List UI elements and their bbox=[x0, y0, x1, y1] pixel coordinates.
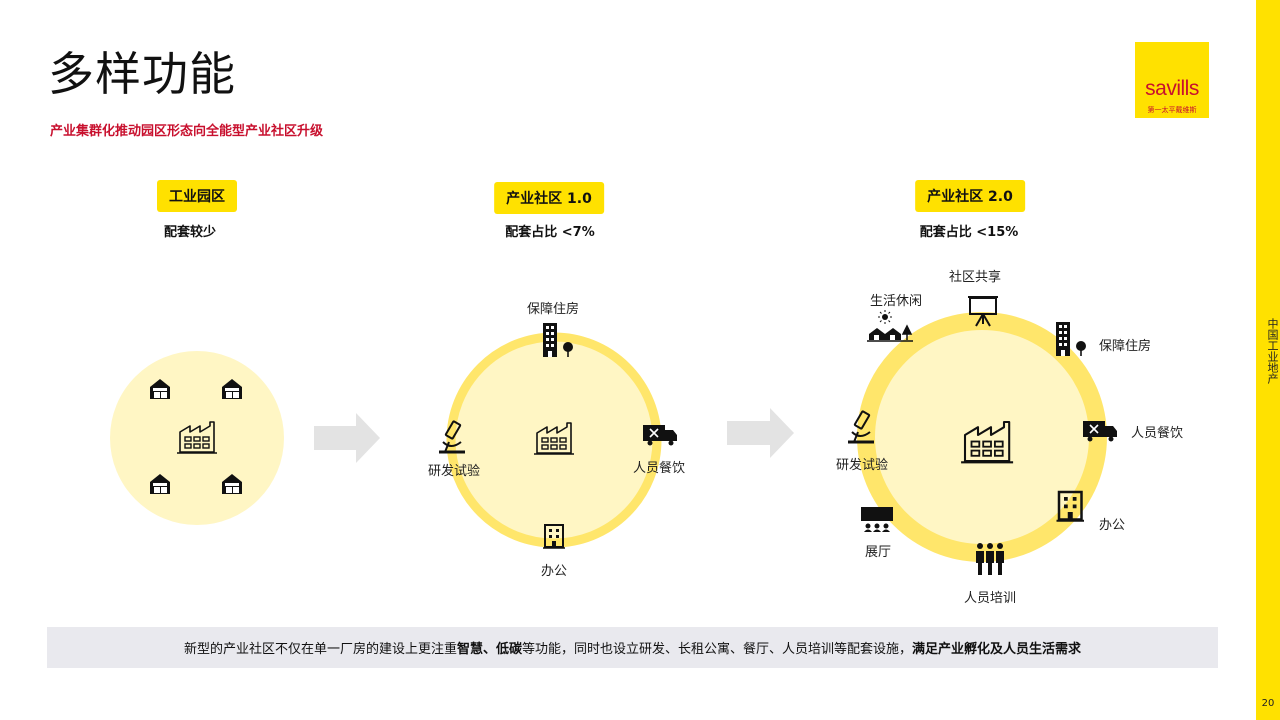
label-housing: 保障住房 bbox=[526, 302, 580, 317]
people-training-icon bbox=[976, 543, 1004, 575]
logo-subtext: 第一太平戴维斯 bbox=[1147, 106, 1197, 114]
label-leisure: 生活休闲 bbox=[869, 294, 923, 309]
leisure-houses-icon bbox=[867, 310, 913, 342]
page-title: 多样功能 bbox=[48, 47, 236, 101]
label-training: 人员培训 bbox=[963, 591, 1017, 606]
label-housing-2: 保障住房 bbox=[1098, 339, 1152, 354]
stage3-inner-circle bbox=[875, 330, 1089, 544]
label-exhibition: 展厅 bbox=[864, 545, 892, 560]
side-strip: 中国工业地产 20 bbox=[1256, 0, 1280, 720]
label-catering-2: 人员餐饮 bbox=[1130, 426, 1184, 441]
savills-logo: savills 第一太平戴维斯 bbox=[1135, 42, 1209, 118]
stage1-circle bbox=[110, 351, 284, 525]
side-section-label: 中国工业地产 bbox=[1266, 318, 1279, 384]
arrow-1 bbox=[314, 413, 380, 463]
summary-text-1: 新型的产业社区不仅在单一厂房的建设上更注重 bbox=[183, 642, 457, 657]
page-number: 20 bbox=[1261, 698, 1275, 709]
page-subtitle: 产业集群化推动园区形态向全能型产业社区升级 bbox=[50, 124, 324, 139]
exhibition-hall-icon bbox=[861, 507, 893, 532]
stage-note-community-2: 配套占比 <15% bbox=[919, 225, 1019, 240]
logo-word: savills bbox=[1145, 77, 1199, 100]
summary-bold-2: 满足产业孵化及人员生活需求 bbox=[912, 642, 1082, 657]
stage-note-community-1: 配套占比 <7% bbox=[505, 225, 595, 240]
stage-tag-industrial-park: 工业园区 bbox=[157, 180, 237, 212]
label-office-2: 办公 bbox=[1098, 518, 1126, 533]
label-rnd: 研发试验 bbox=[427, 464, 481, 479]
stage-tag-community-1: 产业社区 1.0 bbox=[494, 182, 604, 214]
presentation-board-icon bbox=[968, 296, 998, 327]
summary-bold-1: 智慧、低碳 bbox=[456, 642, 522, 657]
stage-tag-community-2: 产业社区 2.0 bbox=[915, 180, 1025, 212]
label-rnd-2: 研发试验 bbox=[835, 458, 889, 473]
label-sharing: 社区共享 bbox=[948, 270, 1002, 285]
stage2-circle bbox=[446, 332, 662, 548]
label-office: 办公 bbox=[540, 564, 568, 579]
label-catering: 人员餐饮 bbox=[632, 461, 686, 476]
summary-text-2: 等功能，同时也设立研发、长租公寓、餐厅、人员培训等配套设施， bbox=[522, 642, 913, 657]
arrow-2 bbox=[727, 408, 794, 458]
summary-bar: 新型的产业社区不仅在单一厂房的建设上更注重智慧、低碳等功能，同时也设立研发、长租… bbox=[47, 627, 1218, 668]
stage-note-industrial-park: 配套较少 bbox=[163, 225, 217, 240]
